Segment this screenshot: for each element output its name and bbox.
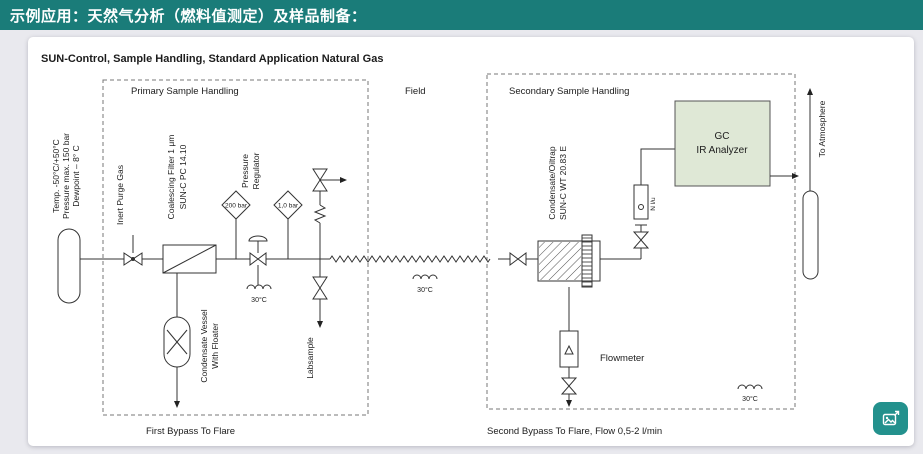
coil-icon bbox=[246, 284, 272, 290]
diagram-title: SUN-Control, Sample Handling, Standard A… bbox=[41, 53, 383, 65]
safety-relief-valve bbox=[312, 168, 347, 259]
pipe-symbol bbox=[57, 228, 81, 304]
flowmeter bbox=[559, 287, 579, 378]
coalescing-filter-label-2: SUN-C PC 14.10 bbox=[178, 144, 188, 209]
gauge-200bar bbox=[221, 190, 251, 259]
export-image-button[interactable] bbox=[873, 402, 908, 435]
coil-icon bbox=[412, 274, 438, 280]
inlet-condition-pressure: Pressure max. 150 bar bbox=[61, 133, 71, 219]
coalescing-filter bbox=[162, 244, 217, 274]
heater-coil-regulator bbox=[246, 265, 272, 290]
inlet-pipe bbox=[57, 228, 81, 304]
gauge-1bar-label: 1,0 bar bbox=[278, 203, 299, 210]
condensate-vessel bbox=[163, 273, 191, 408]
filter-element bbox=[581, 234, 593, 288]
coalescing-filter-label-1: Coalescing Filter 1 μm bbox=[166, 135, 176, 220]
heater-coil-secondary bbox=[737, 384, 763, 390]
pressure-regulator bbox=[248, 235, 268, 266]
second-bypass-label: Second Bypass To Flare, Flow 0,5-2 l/min bbox=[487, 426, 662, 437]
condensate-vessel-label-2: With Floater bbox=[210, 323, 220, 369]
condensate-vessel-label-1: Condensate Vessel bbox=[199, 309, 209, 382]
analyzer-feed bbox=[632, 148, 675, 259]
section-field-label: Field bbox=[405, 86, 426, 97]
second-bypass-valve bbox=[560, 377, 578, 407]
flow-indicator bbox=[633, 184, 649, 220]
condensate-oiltrap-label-1: Condensate/Oiltrap bbox=[547, 146, 557, 220]
inlet-condition-temp: Temp. -50°C/+50°C bbox=[51, 139, 61, 213]
process-flow-diagram: Temp. -50°C/+50°C Pressure max. 150 bar … bbox=[41, 53, 827, 437]
gc-label-1: GC bbox=[715, 131, 730, 142]
gc-analyzer bbox=[674, 100, 799, 187]
gc-label-2: IR Analyzer bbox=[696, 145, 748, 156]
process-line-heated bbox=[329, 255, 491, 263]
purge-gas-valve bbox=[123, 235, 143, 266]
section-secondary-label: Secondary Sample Handling bbox=[509, 86, 629, 97]
inert-purge-gas-label: Inert Purge Gas bbox=[115, 165, 125, 225]
heater-temp-label-3: 30°C bbox=[742, 395, 758, 403]
page-title: 示例应用：天然气分析（燃料值测定）及样品制备： bbox=[10, 7, 367, 25]
export-image-icon bbox=[882, 410, 899, 425]
float-icon bbox=[638, 204, 644, 210]
heater-temp-label-1: 30°C bbox=[251, 296, 267, 304]
vent-stack bbox=[802, 88, 819, 280]
flow-indicator-label: N l/u bbox=[650, 197, 657, 211]
labsample-valve bbox=[312, 259, 328, 328]
coil-icon bbox=[737, 384, 763, 390]
labsample-label: Labsample bbox=[305, 337, 315, 379]
gauge-1bar bbox=[273, 190, 303, 259]
heater-coil-field bbox=[412, 274, 438, 280]
to-atmosphere-label: To Atmosphere bbox=[817, 100, 827, 157]
float-icon bbox=[564, 344, 574, 355]
primary-section-box bbox=[102, 79, 369, 416]
diagram-panel: Temp. -50°C/+50°C Pressure max. 150 bar … bbox=[28, 37, 914, 446]
section-primary-label: Primary Sample Handling bbox=[131, 86, 239, 97]
condensate-oiltrap-label-2: SUN-C WT 20.83 E bbox=[558, 146, 568, 220]
secondary-section-box bbox=[486, 73, 796, 410]
condensate-oiltrap bbox=[537, 234, 601, 288]
first-bypass-label: First Bypass To Flare bbox=[146, 426, 235, 437]
field-valve bbox=[509, 252, 527, 266]
gauge-200bar-label: 200 bar bbox=[225, 203, 248, 210]
pressure-regulator-label-2: Regulator bbox=[251, 152, 261, 189]
flowmeter-label: Flowmeter bbox=[600, 353, 644, 364]
pressure-regulator-label-1: Pressure bbox=[240, 154, 250, 188]
heater-temp-label-2: 30°C bbox=[417, 286, 433, 294]
inlet-condition-dewpoint: Dewpoint – 8° C bbox=[71, 145, 81, 207]
page-header: 示例应用：天然气分析（燃料值测定）及样品制备： bbox=[0, 0, 923, 30]
spring-icon bbox=[313, 204, 327, 224]
